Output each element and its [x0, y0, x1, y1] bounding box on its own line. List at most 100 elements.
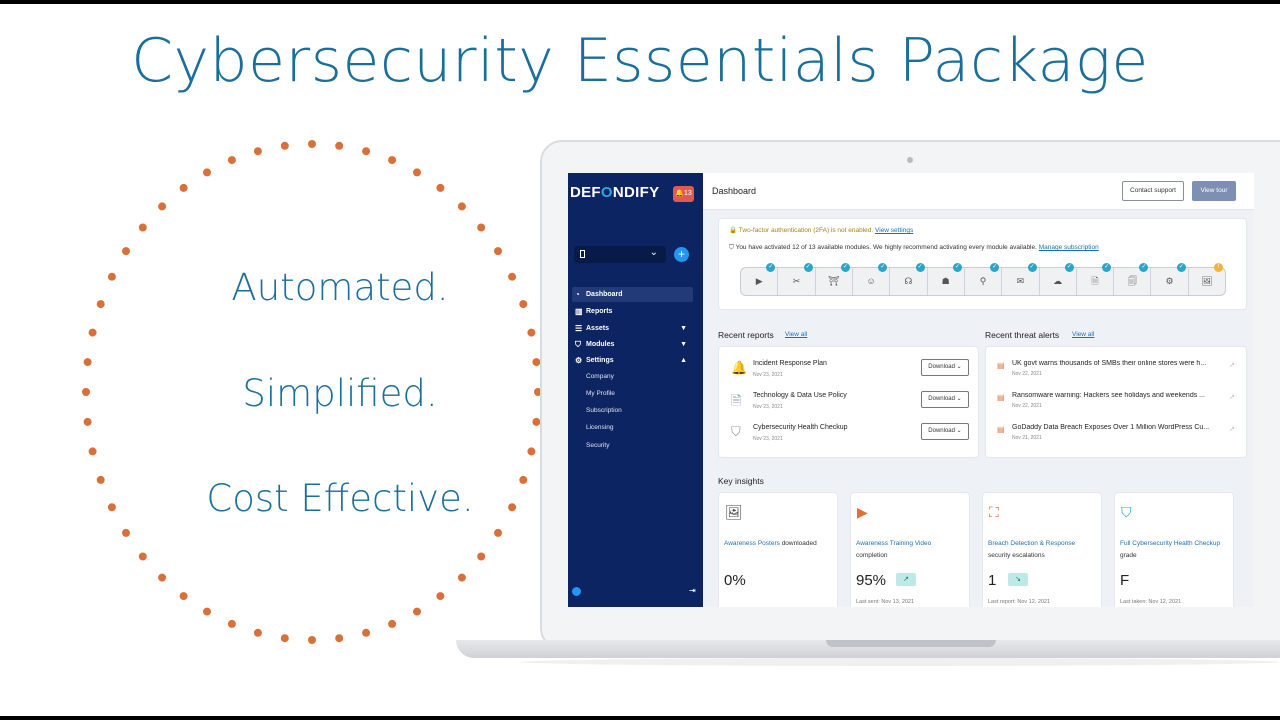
check-icon: ✓ — [803, 263, 813, 272]
report-title[interactable]: Incident Response Plan — [753, 360, 827, 367]
defendify-logo[interactable]: DEFONDIFY — [570, 184, 660, 201]
view-settings-link[interactable]: View settings — [875, 227, 914, 234]
organization-select[interactable]: ⌄ — [574, 246, 666, 263]
insight-link[interactable]: Full Cybersecurity Health Checkup — [1120, 540, 1221, 547]
insight-card-posters[interactable]: 🖼 Awareness Posters downloaded 0% — [718, 492, 838, 607]
laptop-shadow — [520, 658, 1280, 666]
slide-title: Cybersecurity Essentials Package — [131, 26, 1149, 96]
insight-link[interactable]: Breach Detection & Response — [988, 540, 1076, 547]
insight-link[interactable]: Awareness Posters — [724, 540, 780, 547]
insight-subtext: Last taken: Nov 12, 2021 — [1120, 599, 1182, 605]
sidebar-subitem-my-profile[interactable]: My Profile — [586, 390, 615, 397]
contact-support-button[interactable]: Contact support — [1122, 181, 1184, 201]
download-button[interactable]: Download ⌄ — [921, 359, 969, 376]
sidebar-item-reports[interactable]: ▥Reports — [572, 304, 693, 319]
sidebar-subitem-licensing[interactable]: Licensing — [586, 424, 614, 431]
avatar[interactable] — [572, 587, 581, 596]
check-icon: ✓ — [990, 263, 1000, 272]
module-tile[interactable]: ⛩✓ — [816, 263, 853, 295]
sidebar-item-settings[interactable]: ⚙Settings ▲ — [572, 353, 693, 368]
check-icon: ✓ — [1064, 263, 1074, 272]
sidebar-item-modules[interactable]: ⛉Modules ▼ — [572, 337, 693, 352]
external-link-icon[interactable]: ↗ — [1229, 426, 1235, 433]
bell-icon: 🔔 — [731, 360, 748, 375]
threats-view-all-link[interactable]: View all — [1072, 331, 1095, 338]
sidebar-item-assets[interactable]: ☰Assets ▼ — [572, 321, 693, 336]
list-item: ▤ GoDaddy Data Breach Exposes Over 1 Mil… — [986, 421, 1246, 453]
module-tile[interactable]: 🖼! — [1189, 263, 1225, 295]
module-tile[interactable]: ☺✓ — [853, 263, 891, 295]
add-button[interactable]: + — [674, 247, 689, 262]
report-title[interactable]: Technology & Data Use Policy — [753, 392, 847, 399]
circle-dot — [362, 628, 371, 637]
laptop-notch — [826, 640, 996, 647]
download-button[interactable]: Download ⌄ — [921, 391, 969, 408]
circle-dot — [138, 552, 147, 561]
logout-icon[interactable]: ⇥ — [689, 586, 696, 595]
reports-view-all-link[interactable]: View all — [785, 331, 808, 338]
warning-icon: ! — [1214, 263, 1224, 272]
newspaper-icon: ▤ — [997, 425, 1005, 434]
sidebar-item-dashboard[interactable]: ◔Dashboard — [572, 287, 693, 302]
check-icon: ✓ — [878, 263, 888, 272]
module-tile[interactable]: ✉✓ — [1002, 263, 1040, 295]
module-tile[interactable]: ⚙✓ — [1151, 263, 1189, 295]
sidebar-subitem-security[interactable]: Security — [586, 442, 610, 449]
list-item: ▤ UK govt warns thousands of SMBs their … — [986, 357, 1246, 389]
threat-alerts-title: Recent threat alerts — [985, 330, 1060, 340]
circle-dot — [494, 247, 502, 256]
module-tile[interactable]: ✂✓ — [778, 263, 816, 295]
module-tile[interactable]: ☗✓ — [928, 263, 965, 295]
module-tile[interactable]: 🗎✓ — [1077, 263, 1115, 295]
insight-subtext: Last sent: Nov 13, 2021 — [856, 599, 915, 605]
modules-bar: ▶✓✂✓⛩✓☺✓☊✓☗✓⚲✓✉✓☁✓🗎✓🗐✓⚙✓🖼! — [740, 263, 1226, 296]
list-item: 🔔 Incident Response Plan Nov 23, 2021 Do… — [719, 357, 978, 389]
circle-dot — [107, 503, 116, 512]
chevron-down-icon: ⌄ — [649, 247, 658, 258]
circle-dot — [532, 358, 541, 367]
threat-title[interactable]: GoDaddy Data Breach Exposes Over 1 Milli… — [1012, 424, 1210, 431]
recent-reports-card: 🔔 Incident Response Plan Nov 23, 2021 Do… — [718, 346, 979, 458]
circle-dot — [457, 202, 466, 211]
insight-card-health-checkup[interactable]: ⛉ Full Cybersecurity Health Checkup grad… — [1114, 492, 1234, 607]
assets-icon: ☰ — [575, 324, 583, 333]
check-icon: ✓ — [1176, 263, 1186, 272]
download-button[interactable]: Download ⌄ — [921, 423, 969, 440]
notification-badge[interactable]: 🔔13 — [673, 186, 694, 202]
threat-title[interactable]: Ransomware warning: Hackers see holidays… — [1012, 392, 1205, 399]
circle-dot — [413, 168, 421, 177]
circle-dot — [158, 202, 167, 211]
circle-dot — [508, 272, 517, 281]
list-item: 🗎 Technology & Data Use Policy Nov 23, 2… — [719, 389, 978, 421]
threat-alerts-card: ▤ UK govt warns thousands of SMBs their … — [985, 346, 1247, 458]
module-tile[interactable]: ⚲✓ — [965, 263, 1003, 295]
sidebar-subitem-subscription[interactable]: Subscription — [586, 407, 622, 414]
threat-title[interactable]: UK govt warns thousands of SMBs their on… — [1012, 360, 1207, 367]
module-tile[interactable]: ▶✓ — [741, 263, 779, 295]
modules-alert: ⛉ You have activated 12 of 13 available … — [729, 244, 1099, 251]
circle-dot — [227, 156, 236, 165]
circle-dot — [203, 607, 211, 616]
module-tile[interactable]: ☁✓ — [1040, 263, 1077, 295]
threat-date: Nov 22, 2021 — [1012, 371, 1042, 377]
view-tour-button[interactable]: View tour — [1192, 181, 1236, 201]
insight-link[interactable]: Awareness Training Video — [856, 540, 932, 547]
external-link-icon[interactable]: ↗ — [1229, 362, 1235, 369]
sidebar-subitem-company[interactable]: Company — [586, 373, 614, 380]
top-letterbox — [0, 0, 1280, 4]
report-title[interactable]: Cybersecurity Health Checkup — [753, 424, 848, 431]
check-icon: ✓ — [952, 263, 962, 272]
gear-icon: ⚙ — [575, 356, 583, 365]
external-link-icon[interactable]: ↗ — [1229, 394, 1235, 401]
chevron-down-icon: ⌄ — [956, 428, 962, 434]
module-tile[interactable]: ☊✓ — [890, 263, 928, 295]
bottom-letterbox — [0, 716, 1280, 720]
chevron-down-icon: ▼ — [680, 325, 687, 332]
module-tile[interactable]: 🗐✓ — [1114, 263, 1152, 295]
report-date: Nov 23, 2021 — [753, 372, 783, 378]
circle-dot — [532, 417, 541, 426]
building-icon — [580, 250, 585, 258]
manage-subscription-link[interactable]: Manage subscription — [1038, 244, 1099, 251]
